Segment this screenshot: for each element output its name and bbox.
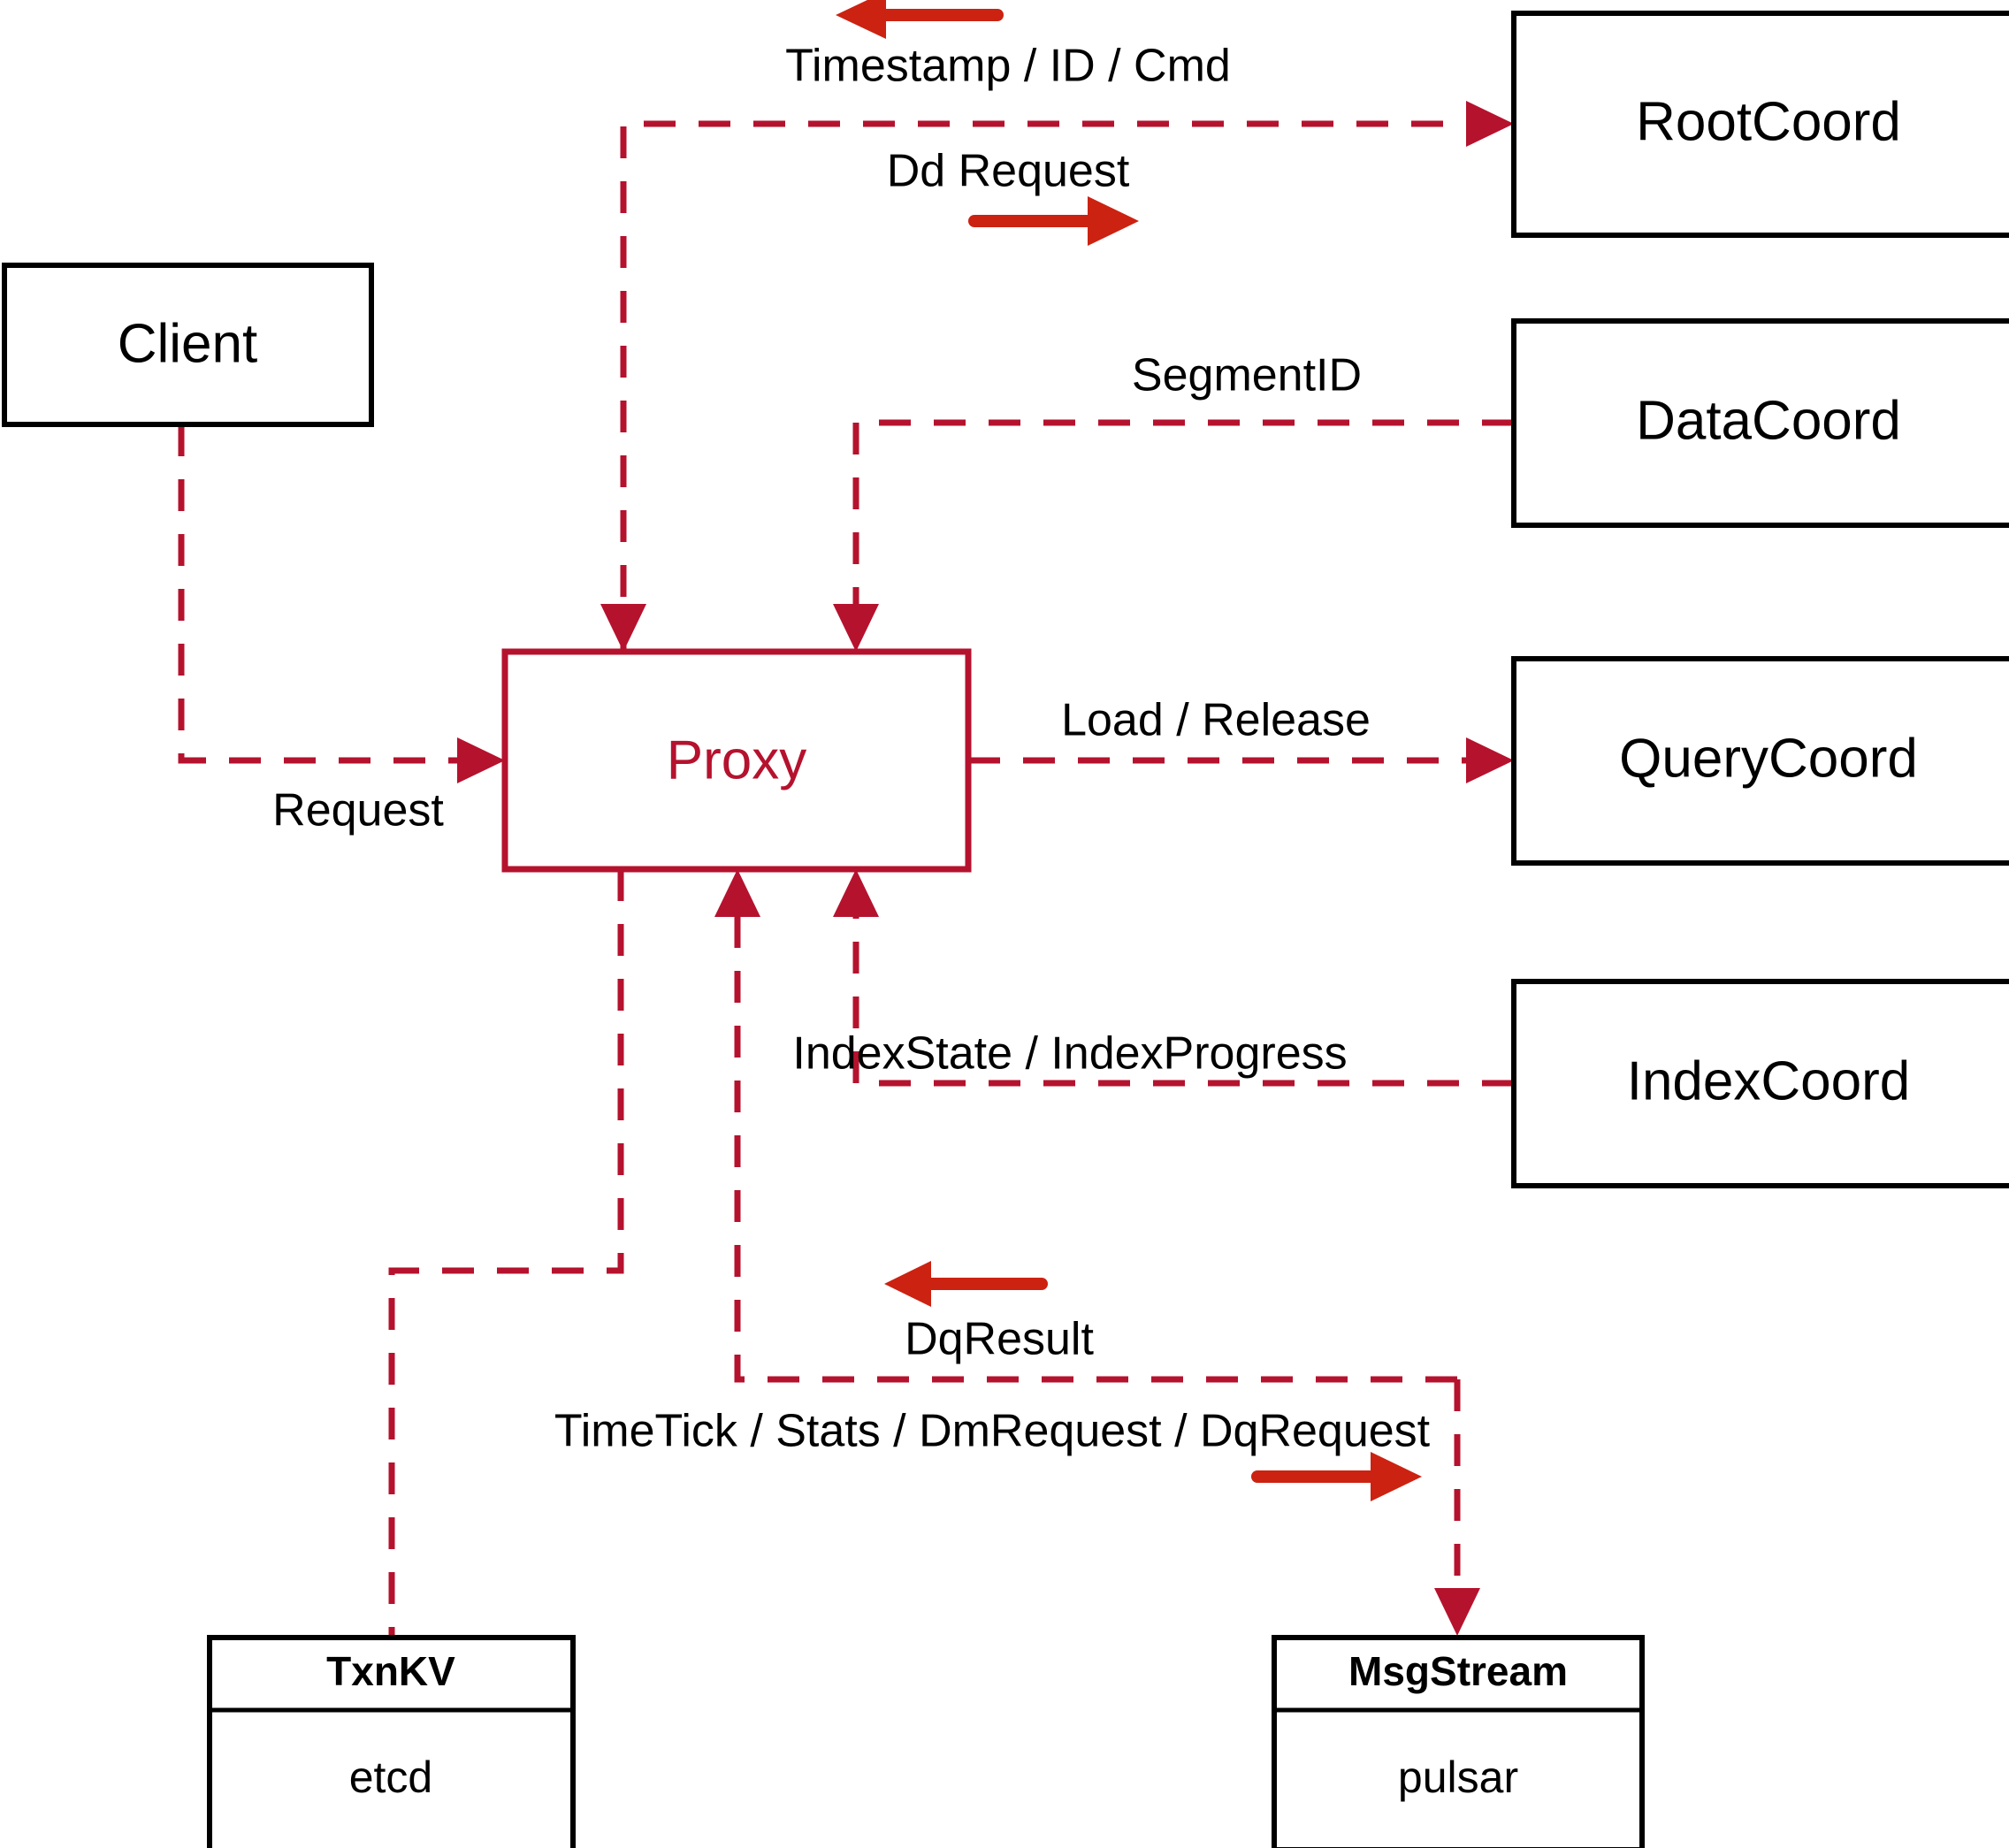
node-txnkv[interactable]: TxnKV etcd [207, 1635, 576, 1848]
node-client-box[interactable] [2, 263, 374, 427]
edge-msgstream-proxy [714, 869, 1457, 1383]
node-root-coord-box[interactable] [1511, 11, 2009, 238]
node-msgstream-body: pulsar [1398, 1753, 1518, 1802]
edge-proxy-msgstream [1434, 1379, 1480, 1636]
edge-client-proxy-arrowhead [457, 737, 505, 783]
node-client-label: Client [118, 313, 258, 374]
node-proxy[interactable]: Proxy [501, 648, 972, 873]
node-root-coord[interactable]: RootCoord [1511, 11, 2009, 238]
edge-label-timetick-stats-dmrequest-dqrequest: TimeTick / Stats / DmRequest / DqRequest [554, 1406, 1431, 1457]
edge-rootcoord-proxy-arrowhead [600, 604, 646, 652]
node-query-coord[interactable]: QueryCoord [1511, 656, 2009, 866]
edge-proxy-querycoord-arrowhead [1466, 737, 1514, 783]
edge-label-timestamp-id-cmd: Timestamp / ID / Cmd [785, 41, 1231, 92]
node-query-coord-label: QueryCoord [1619, 728, 1918, 789]
edge-indexcoord-proxy [833, 869, 1514, 1087]
node-data-coord-box[interactable] [1511, 318, 2009, 528]
edge-client-proxy [178, 424, 505, 783]
edge-indexcoord-proxy-arrowhead [833, 869, 879, 917]
node-index-coord-box[interactable] [1511, 979, 2009, 1188]
node-root-coord-label: RootCoord [1636, 91, 1901, 152]
node-msgstream-title: MsgStream [1348, 1648, 1568, 1694]
node-txnkv-body: etcd [349, 1753, 433, 1802]
edge-label-dqresult: DqResult [905, 1314, 1094, 1365]
node-data-coord[interactable]: DataCoord [1511, 318, 2009, 528]
node-client[interactable]: Client [2, 263, 374, 427]
edge-label-request: Request [272, 785, 444, 836]
edge-msgstream-proxy-path [734, 902, 1457, 1383]
edge-client-proxy-path [178, 424, 477, 764]
edge-label-indexstate-indexprogress: IndexState / IndexProgress [792, 1028, 1347, 1080]
edge-proxy-rootcoord [620, 101, 1514, 652]
edge-proxy-msgstream-arrowhead [1434, 1588, 1480, 1636]
node-data-coord-label: DataCoord [1636, 390, 1901, 451]
edge-datacoord-proxy [833, 419, 1514, 652]
node-proxy-box[interactable] [501, 648, 972, 873]
node-proxy-label: Proxy [667, 729, 806, 790]
dqresult-arrow-icon [884, 1261, 1048, 1307]
node-txnkv-title: TxnKV [326, 1648, 455, 1694]
node-msgstream[interactable]: MsgStream pulsar [1272, 1635, 1645, 1848]
edge-label-segmentid: SegmentID [1132, 350, 1362, 401]
node-index-coord[interactable]: IndexCoord [1511, 979, 2009, 1188]
node-query-coord-box[interactable] [1511, 656, 2009, 866]
edge-datacoord-proxy-arrowhead [833, 604, 879, 652]
edge-indexcoord-proxy-path [852, 902, 1514, 1087]
node-txnkv-box[interactable] [207, 1635, 576, 1848]
dd-request-arrow-icon [968, 196, 1139, 246]
edge-label-load-release: Load / Release [1061, 695, 1371, 746]
timestamp-id-cmd-arrow-icon [836, 0, 1004, 39]
edge-proxy-txnkv-path [388, 869, 624, 1638]
edge-proxy-txnkv [388, 869, 624, 1638]
edge-proxy-querycoord [968, 737, 1514, 783]
edge-proxy-rootcoord-arrowhead [1466, 101, 1514, 147]
dmrequest-arrow-icon [1251, 1452, 1422, 1501]
edge-datacoord-proxy-path [852, 419, 1514, 619]
edge-msgstream-proxy-arrowhead [714, 869, 760, 917]
node-index-coord-label: IndexCoord [1627, 1050, 1911, 1111]
edge-label-dd-request: Dd Request [887, 146, 1130, 197]
edge-proxy-rootcoord-path [620, 120, 1486, 652]
node-msgstream-box[interactable] [1272, 1635, 1645, 1848]
